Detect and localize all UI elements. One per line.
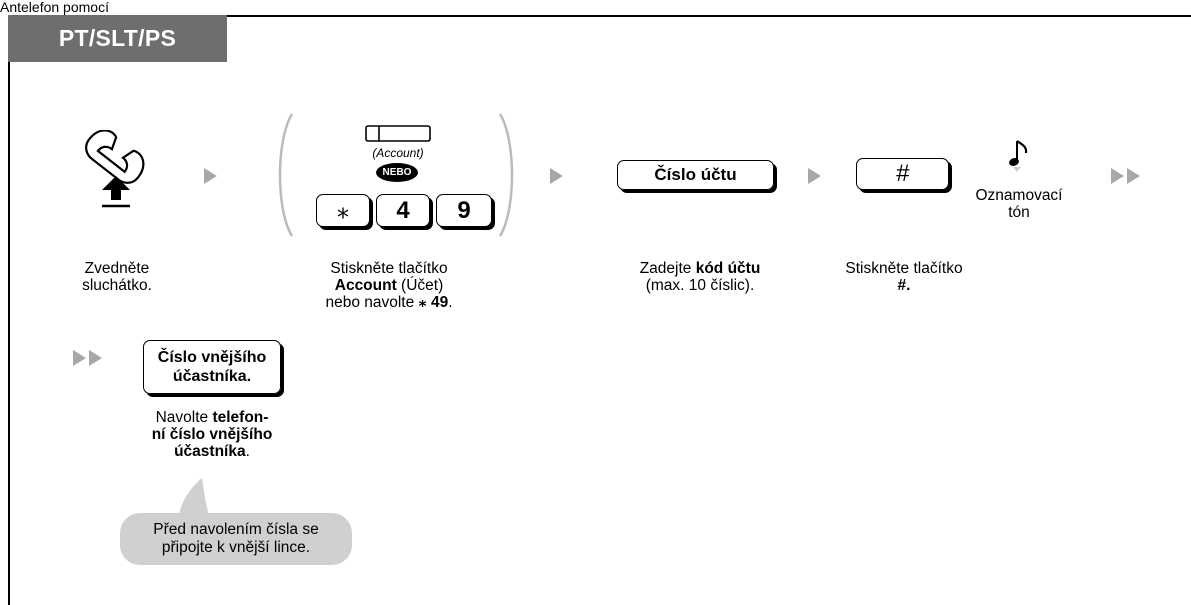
note-bubble: Před navolením čísla se připojte k vnějš… — [120, 513, 352, 565]
arrow-double-2a — [73, 350, 86, 366]
key-4[interactable]: 4 — [376, 194, 430, 227]
diagram-frame — [8, 15, 1191, 605]
step4-caption: Stiskněte tlačítko #. — [845, 260, 963, 294]
account-key-icon — [365, 125, 431, 142]
arrow-1 — [204, 168, 217, 184]
step5-caption: Navolte telefon- ní číslo vnějšího účast… — [151, 409, 273, 460]
step1-caption: Zvedněte sluchátko. — [82, 260, 152, 294]
arrow-3 — [808, 168, 821, 184]
account-code-field[interactable]: Číslo účtu — [617, 160, 774, 190]
step2-caption: Stiskněte tlačítko Account (Účet) nebo n… — [325, 260, 453, 311]
close-paren-icon — [498, 113, 514, 237]
hash-key[interactable]: # — [856, 158, 949, 190]
key-9[interactable]: 9 — [436, 194, 492, 227]
account-key-label: (Account) — [372, 146, 424, 160]
handset-lift-icon — [85, 130, 145, 208]
top-text: Antelefon pomocí — [0, 0, 109, 15]
star-key[interactable]: ⁎ — [316, 194, 370, 227]
dial-tone-label: Oznamovací tón — [975, 187, 1063, 221]
arrow-double-1a — [1111, 168, 1124, 184]
mode-tab: PT/SLT/PS — [8, 15, 227, 62]
arrow-double-1b — [1127, 168, 1140, 184]
open-paren-icon — [278, 113, 294, 237]
outside-number-field[interactable]: Číslo vnějšího účastníka. — [143, 340, 281, 394]
arrow-double-2b — [89, 350, 102, 366]
arrow-2 — [550, 168, 563, 184]
note-pointer — [178, 478, 210, 520]
or-badge: NEBO — [376, 163, 418, 182]
music-note-icon — [1009, 140, 1028, 172]
step3-caption: Zadejte kód účtu (max. 10 číslic). — [639, 260, 761, 294]
